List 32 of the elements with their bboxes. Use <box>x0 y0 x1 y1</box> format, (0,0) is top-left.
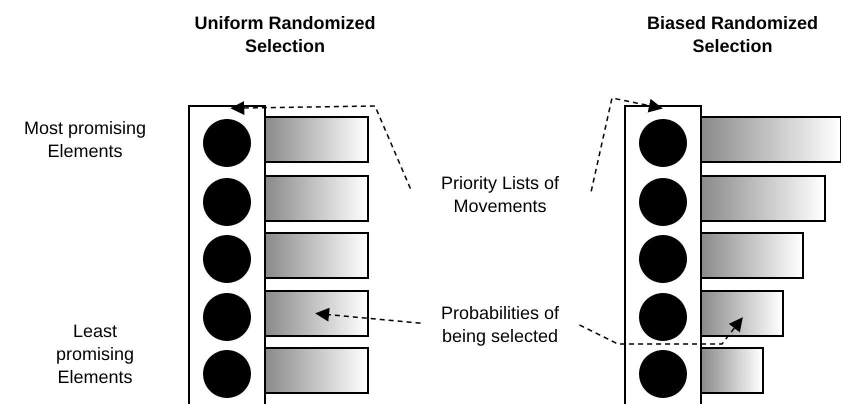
probability-bar <box>264 175 369 222</box>
probability-bar <box>264 232 369 279</box>
element-circle <box>203 235 251 283</box>
probability-bar <box>700 116 841 163</box>
dashed-arrow <box>230 101 412 189</box>
element-circle <box>203 119 251 167</box>
dashed-arrow <box>579 317 743 345</box>
probability-bar <box>700 175 826 222</box>
probability-bar <box>264 347 369 394</box>
section-heading: Uniform Randomized Selection <box>193 12 376 58</box>
side-label: Most promising Elements <box>22 117 148 163</box>
element-circle <box>639 350 687 398</box>
callout-text: Priority Lists of Movements <box>420 172 580 218</box>
list-column <box>188 105 266 404</box>
element-circle <box>203 178 251 226</box>
dashed-arrow <box>315 308 421 324</box>
element-circle <box>639 178 687 226</box>
probability-bar <box>264 116 369 163</box>
element-circle <box>639 119 687 167</box>
probability-bar <box>700 347 764 394</box>
probability-bar <box>700 232 804 279</box>
section-heading: Biased Randomized Selection <box>646 12 820 58</box>
element-circle <box>639 235 687 283</box>
side-label: Least promising Elements <box>54 320 136 389</box>
dashed-arrow <box>590 97 663 192</box>
element-circle <box>203 350 251 398</box>
element-circle <box>639 293 687 341</box>
list-column <box>624 105 702 404</box>
probability-bar <box>700 290 784 337</box>
element-circle <box>203 293 251 341</box>
callout-text: Probabilities of being selected <box>425 302 575 348</box>
probability-bar <box>264 290 369 337</box>
